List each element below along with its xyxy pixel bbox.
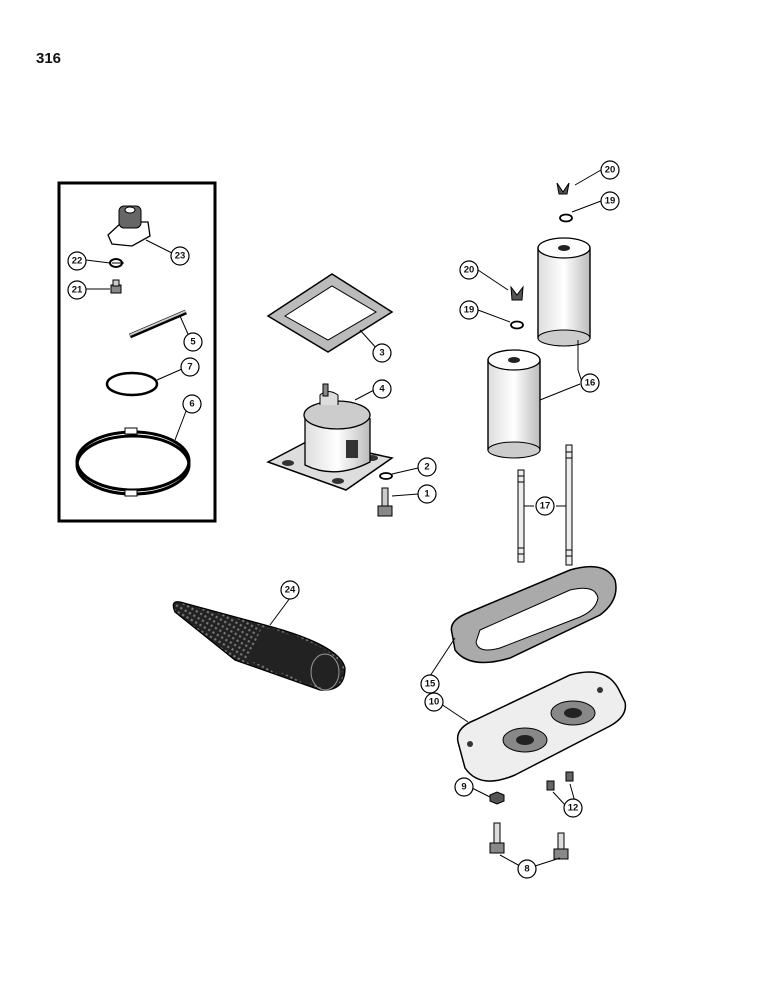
filter-gasket-part — [450, 565, 617, 664]
callout-label: 12 — [568, 803, 579, 814]
callout-20-2: 20 — [459, 260, 479, 280]
callout-label: 23 — [175, 251, 186, 262]
page-number: 316 — [36, 50, 62, 67]
inset-box — [57, 181, 217, 523]
callout-19: 19 — [600, 191, 620, 211]
washer-part — [379, 472, 393, 480]
callout-9: 9 — [454, 777, 474, 797]
bolt-left — [489, 822, 505, 854]
callout-21: 21 — [67, 280, 87, 300]
callout-label: 1 — [424, 489, 430, 500]
callout-12: 12 — [563, 798, 583, 818]
gasket-part — [266, 273, 394, 353]
seal-ring-part — [75, 427, 191, 497]
callout-6: 6 — [182, 394, 202, 414]
callout-label: 20 — [464, 265, 475, 276]
callout-5: 5 — [183, 332, 203, 352]
wing-nut-upper — [556, 182, 570, 195]
bolt-right — [553, 832, 569, 860]
cap-screw-part — [110, 279, 122, 294]
callout-3: 3 — [372, 343, 392, 363]
washer-upper — [559, 213, 573, 223]
callout-8: 8 — [517, 859, 537, 879]
wing-nut-lower — [510, 285, 524, 301]
fitting-part — [107, 205, 151, 247]
callout-19-2: 19 — [459, 300, 479, 320]
callout-23: 23 — [170, 246, 190, 266]
callout-24: 24 — [280, 580, 300, 600]
callout-label: 19 — [464, 305, 475, 316]
callout-label: 17 — [540, 501, 551, 512]
callout-20: 20 — [600, 160, 620, 180]
callout-label: 24 — [285, 585, 296, 596]
callout-label: 5 — [190, 337, 196, 348]
callout-22: 22 — [67, 251, 87, 271]
filter-element-lower — [487, 349, 541, 459]
strainer-part — [172, 601, 346, 691]
stud-left — [517, 469, 525, 563]
callout-7: 7 — [180, 357, 200, 377]
callout-label: 6 — [189, 399, 194, 410]
callout-label: 7 — [187, 362, 192, 373]
nut-part — [489, 791, 505, 805]
callout-label: 10 — [429, 697, 440, 708]
washer-lower — [510, 320, 524, 330]
callout-label: 20 — [605, 165, 616, 176]
callout-label: 22 — [72, 256, 83, 267]
stud-right — [565, 444, 573, 566]
callout-label: 2 — [424, 462, 429, 473]
filter-element-upper — [537, 237, 591, 347]
callout-2: 2 — [417, 457, 437, 477]
callout-15: 15 — [420, 674, 440, 694]
callout-label: 15 — [425, 679, 436, 690]
bolt-part — [377, 487, 393, 517]
plug-left — [546, 780, 555, 791]
callout-label: 9 — [461, 782, 466, 793]
callout-label: 16 — [585, 378, 596, 389]
callout-17: 17 — [535, 496, 555, 516]
callout-10: 10 — [424, 692, 444, 712]
callout-16: 16 — [580, 373, 600, 393]
callout-label: 19 — [605, 196, 616, 207]
callout-4: 4 — [372, 379, 392, 399]
valve-assembly-part — [266, 383, 394, 491]
plug-right — [565, 771, 574, 782]
callout-label: 8 — [524, 864, 529, 875]
o-ring-part — [105, 371, 159, 397]
callout-label: 3 — [379, 348, 384, 359]
callout-label: 4 — [379, 384, 385, 395]
filter-cover-plate — [456, 671, 627, 782]
callout-1: 1 — [417, 484, 437, 504]
callout-label: 21 — [72, 285, 83, 296]
